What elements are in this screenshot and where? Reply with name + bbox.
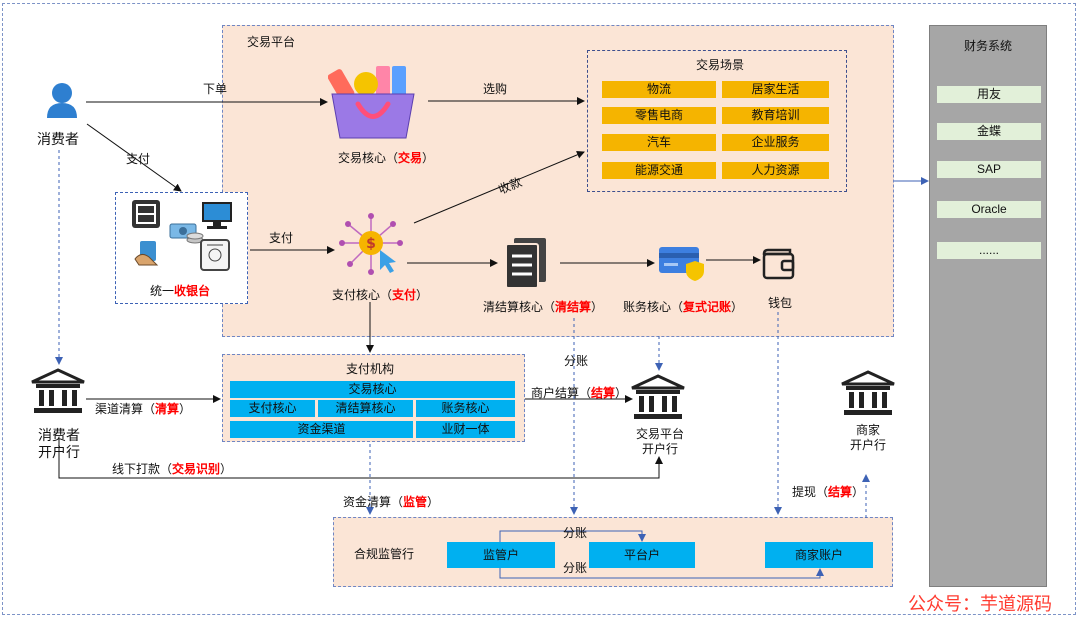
wallet-icon <box>762 248 795 280</box>
finance-item: ...... <box>937 242 1041 259</box>
finance-item: Oracle <box>937 201 1041 218</box>
pay-org-title: 支付机构 <box>346 362 395 376</box>
finance-system-panel <box>929 25 1047 587</box>
card-in-hand-icon <box>134 241 159 266</box>
bank-card-shield-icon <box>659 247 704 281</box>
edge-channel-clearing: 渠道清算（清算） <box>95 402 192 416</box>
platform-title: 交易平台 <box>247 35 296 49</box>
cashier-label: 统一收银台 <box>150 284 211 298</box>
trade-core-label: 交易核心（交易） <box>338 151 435 165</box>
merchant-bank-label: 商家开户行 <box>849 423 886 452</box>
scene-tag: 教育培训 <box>722 107 829 124</box>
consumer-bank-icon <box>31 368 85 413</box>
pay-org-account-core: 账务核心 <box>416 400 515 417</box>
scene-tag: 物流 <box>602 81 716 98</box>
cash-icon <box>169 223 204 244</box>
edge-split-2: 分账 <box>563 526 588 540</box>
regulator-title: 合规监管行 <box>354 547 415 561</box>
pay-core-label: 支付核心（支付） <box>332 288 429 302</box>
finance-item: SAP <box>937 161 1041 178</box>
pay-org-pay-core: 支付核心 <box>230 400 315 417</box>
supervise-account: 监管户 <box>447 542 555 568</box>
edge-split-1: 分账 <box>564 354 589 368</box>
platform-bank-label: 交易平台开户行 <box>635 427 684 456</box>
platform-bank-icon <box>631 374 685 419</box>
pay-org-fund-channel: 资金渠道 <box>230 421 413 438</box>
scene-tag: 能源交通 <box>602 162 716 179</box>
edge-pay-cashier: 支付 <box>269 231 294 245</box>
finance-title: 财务系统 <box>964 39 1013 53</box>
edge-merchant-settlement: 商户结算（结算） <box>531 386 628 400</box>
scene-title: 交易场景 <box>696 58 745 72</box>
pay-org-trade-core: 交易核心 <box>230 381 515 398</box>
pos-terminal-icon <box>202 202 232 229</box>
edge-shop: 选购 <box>483 82 508 96</box>
scene-tag: 居家生活 <box>722 81 829 98</box>
edge-withdraw: 提现（结算） <box>792 485 865 499</box>
watermark: 公众号：芋道源码 <box>908 594 1052 614</box>
scene-tag: 零售电商 <box>602 107 716 124</box>
cashier-icons <box>132 200 232 271</box>
platform-account: 平台户 <box>589 542 695 568</box>
svg-text:$: $ <box>366 236 376 252</box>
clearing-core-label: 清结算核心（清结算） <box>483 300 604 314</box>
scene-tag: 企业服务 <box>722 134 829 151</box>
merchant-account: 商家账户 <box>765 542 873 568</box>
pay-org-biz-fin: 业财一体 <box>416 421 515 438</box>
payment-hub-icon: $ <box>339 213 403 275</box>
merchant-bank-icon <box>841 370 895 415</box>
wallet-label: 钱包 <box>768 296 793 310</box>
account-core-label: 账务核心（复式记账） <box>623 300 744 314</box>
finance-item: 金蝶 <box>937 123 1041 140</box>
edge-pay-consumer: 支付 <box>126 152 151 166</box>
scene-tag: 人力资源 <box>722 162 829 179</box>
consumer-icon <box>47 83 77 118</box>
edge-order: 下单 <box>203 82 228 96</box>
consumer-label: 消费者 <box>37 131 79 147</box>
document-icon <box>505 238 546 289</box>
pay-org-clearing-core: 清结算核心 <box>318 400 413 417</box>
phone-pay-icon <box>200 239 230 271</box>
edge-fund-clearing: 资金清算（监管） <box>343 495 440 509</box>
scene-tag: 汽车 <box>602 134 716 151</box>
edge-offline-transfer: 线下打款（交易识别） <box>112 462 233 476</box>
edge-split-3: 分账 <box>563 561 588 575</box>
finance-item: 用友 <box>937 86 1041 103</box>
outer-frame <box>2 3 1076 615</box>
shopping-bag-icon <box>328 66 415 139</box>
scan-icon <box>132 200 160 228</box>
